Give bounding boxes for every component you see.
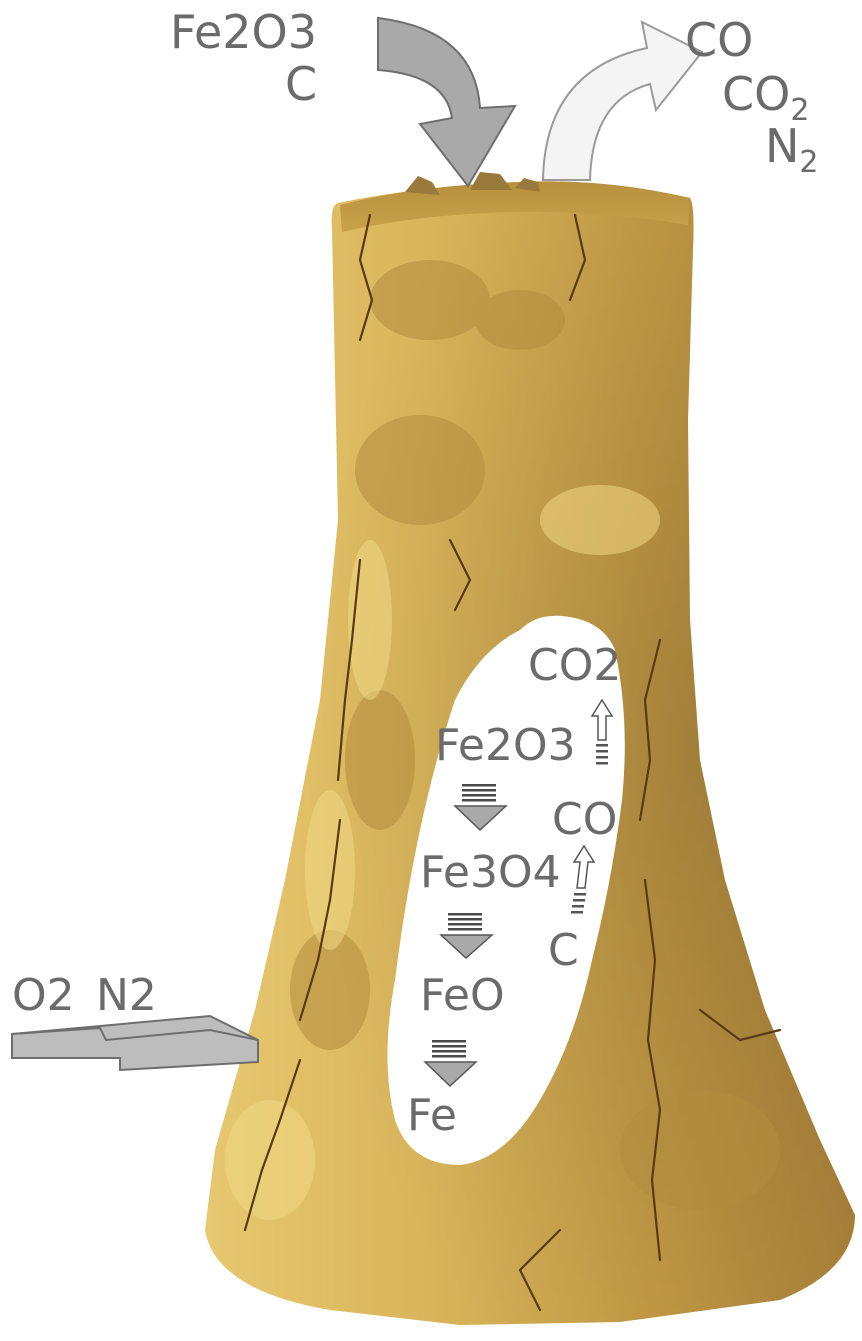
exhaust-n2-subscript: 2 bbox=[799, 145, 818, 180]
air-o2-label: O2 bbox=[12, 970, 75, 1021]
air-n2-label: N2 bbox=[96, 970, 157, 1021]
exhaust-n2-label: N2 bbox=[765, 119, 819, 180]
exhaust-n2-base: N bbox=[765, 119, 799, 173]
air-inlet-arrow bbox=[12, 1016, 258, 1070]
chain-fe-label: Fe bbox=[407, 1090, 457, 1141]
exhaust-co2-base: CO bbox=[722, 67, 790, 121]
gas-c-label: C bbox=[548, 925, 579, 976]
chain-fe3o4-label: Fe3O4 bbox=[420, 847, 561, 898]
gas-co2-label: CO2 bbox=[528, 640, 621, 691]
input-fe2o3-label: Fe2O3 bbox=[170, 5, 317, 59]
charge-input-arrow bbox=[378, 18, 515, 186]
exhaust-co-label: CO bbox=[685, 13, 753, 67]
chain-feo-label: FeO bbox=[420, 970, 505, 1021]
input-carbon-label: C bbox=[285, 57, 317, 111]
chain-fe2o3-label: Fe2O3 bbox=[435, 720, 576, 771]
exhaust-output-arrow bbox=[543, 22, 702, 180]
gas-co-label: CO bbox=[552, 794, 617, 845]
